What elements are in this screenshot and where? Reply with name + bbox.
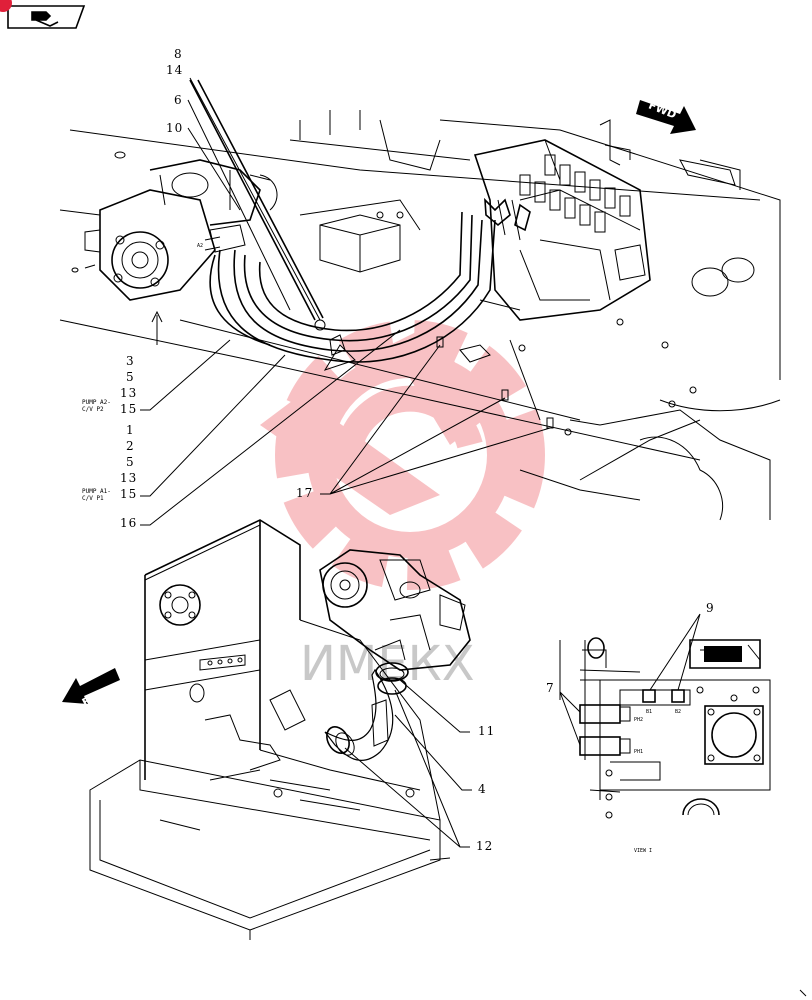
- callout-10: 10: [166, 121, 183, 135]
- pump-a2-label: PUMP A2-: [82, 399, 111, 406]
- callout-4: 4: [478, 782, 487, 796]
- callout-g2-3: 13: [120, 471, 137, 485]
- port-ph1-label: PH1: [634, 749, 643, 755]
- callout-14: 14: [166, 63, 183, 77]
- lower-pump: [319, 549, 471, 671]
- callout-7: 7: [546, 681, 555, 695]
- callout-g1-2: 13: [120, 386, 137, 400]
- callout-g1-1: 5: [126, 370, 135, 384]
- support-rod: [189, 79, 346, 356]
- corner-badge: [0, 0, 12, 12]
- up-arrow-icon: [151, 310, 163, 345]
- port-b1-label: B1: [646, 709, 652, 715]
- control-valve: [473, 119, 736, 321]
- cv-p2-label: C/V P2: [82, 406, 104, 413]
- lower-frame: [89, 519, 451, 940]
- callout-g2-4: 15: [120, 487, 137, 501]
- view-i-label: VIEW I: [634, 848, 652, 854]
- upper-frame: [59, 110, 781, 521]
- pump-assembly: A2: [84, 159, 278, 301]
- fwd-arrow-bottom-icon: [62, 668, 120, 704]
- callout-16: 16: [120, 516, 137, 530]
- fwd-arrow-top-icon: [636, 100, 696, 134]
- cv-p1-label: C/V P1: [82, 495, 104, 502]
- callout-6: 6: [174, 93, 183, 107]
- callout-9: 9: [706, 601, 715, 615]
- arrow-tab-icon: [7, 5, 86, 29]
- callout-g1-0: 3: [126, 354, 135, 368]
- callout-11: 11: [478, 724, 495, 738]
- callout-8: 8: [174, 47, 183, 61]
- callout-g2-0: 1: [126, 423, 135, 437]
- callout-g2-1: 2: [126, 439, 135, 453]
- callout-g1-3: 15: [120, 402, 137, 416]
- pump-a1-label: PUMP A1-: [82, 488, 111, 495]
- gear-watermark-icon: [260, 320, 545, 590]
- corner-mark: [799, 989, 807, 997]
- callout-12: 12: [476, 839, 493, 853]
- view-i-detail: PH2 PH1 B1 B2 VIEW I: [559, 637, 771, 854]
- hoses: [209, 197, 531, 371]
- fittings: [376, 211, 697, 436]
- callout-g2-2: 5: [126, 455, 135, 469]
- nav-tab-button[interactable]: [6, 4, 86, 29]
- port-a2-label: A2: [197, 243, 203, 249]
- port-b2-label: B2: [675, 709, 681, 715]
- suction-elbow: [324, 662, 409, 761]
- callout-17: 17: [296, 486, 313, 500]
- port-ph2-label: PH2: [634, 717, 643, 723]
- tank-box: [299, 199, 421, 273]
